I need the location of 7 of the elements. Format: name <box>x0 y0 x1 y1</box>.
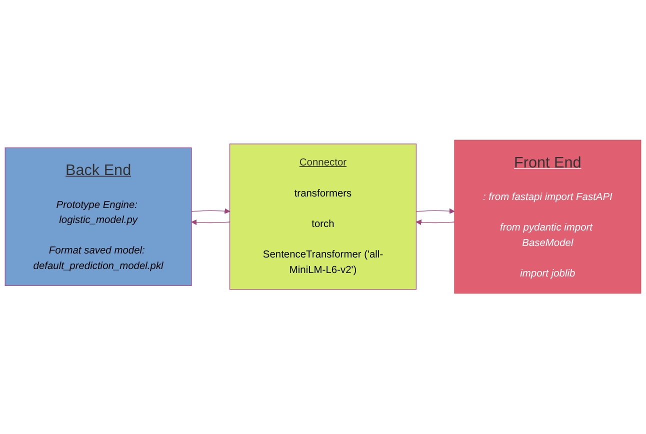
arrow <box>191 220 230 226</box>
arrow <box>191 208 230 214</box>
arrow <box>416 220 455 226</box>
node-box: Back End Prototype Engine: logistic_model.py Format saved model: default_prediction_model.pkl <box>4 148 192 286</box>
node-box: Connector transformers torch SentenceTransformer ('all-MiniLM-L6-v2') <box>229 144 417 290</box>
arrow <box>416 208 455 214</box>
node-box: Front End : from fastapi import FastAPI from pydantic import BaseModel import joblib <box>454 140 642 294</box>
